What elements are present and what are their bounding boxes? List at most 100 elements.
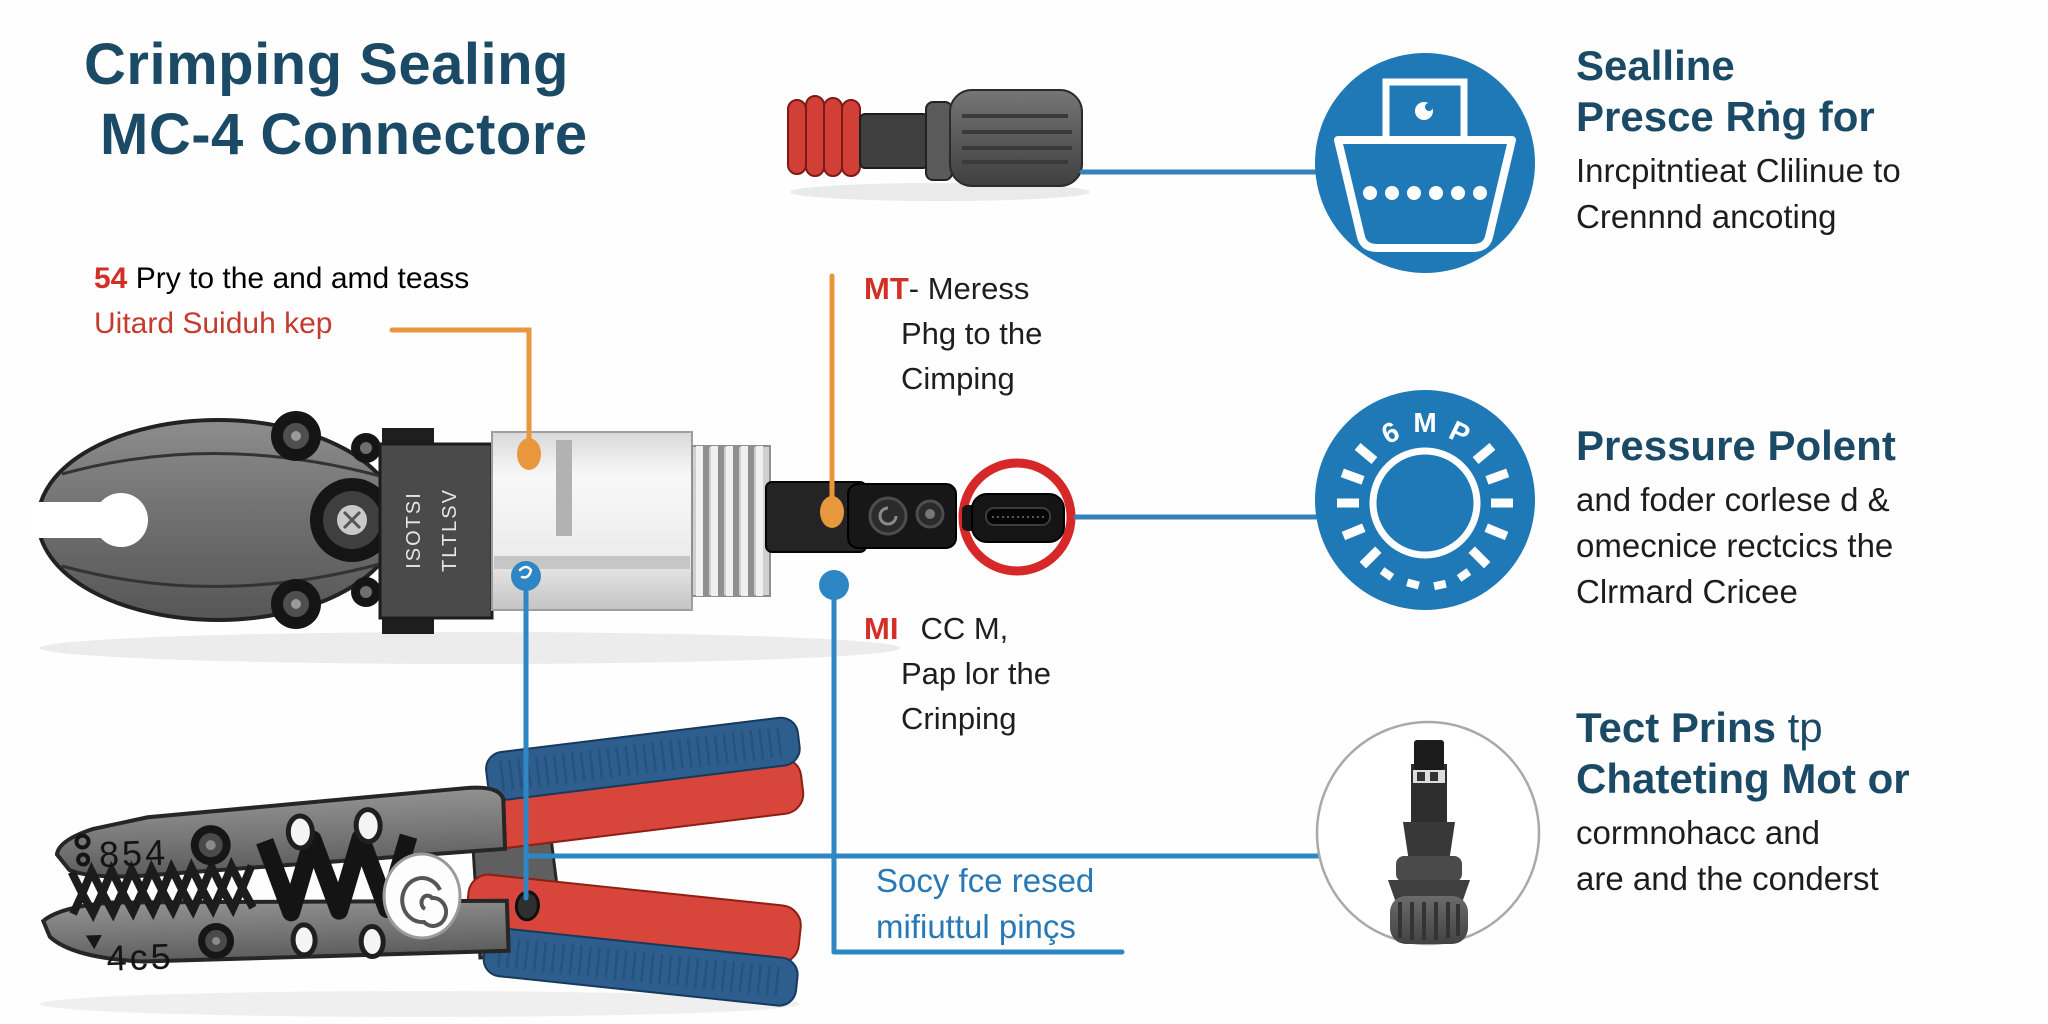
- note-mi-rest: CC M,: [920, 611, 1009, 646]
- jaw-top-marking: 854: [98, 832, 168, 875]
- note-mi-line2: Pap lor the: [901, 656, 1051, 691]
- ship-icon: [1315, 53, 1535, 273]
- callout-sealline-body1: Inrcpitntieat Clilinue to: [1576, 152, 1901, 189]
- lower-handle: [465, 873, 802, 1007]
- tool-label-block: [378, 442, 494, 620]
- plug-mid-section: [859, 113, 929, 169]
- title-line-2: MC-4 Connectore: [100, 102, 588, 167]
- note-mt: MT- Meress Phg to the Cimping: [864, 266, 1042, 401]
- connector-pin: [962, 493, 1065, 543]
- red-circle-highlight: [958, 458, 1076, 576]
- note-top-left: 54 Pry to the and amd teass Uitard Suidu…: [94, 260, 469, 343]
- callout-lines: [389, 169, 1322, 955]
- ship-cabin-dot-notch: [1425, 103, 1433, 111]
- handle-hole: [514, 890, 540, 922]
- top-crimp-tool: ISOTSI TLTLSV: [30, 411, 957, 664]
- gauge-bottom-marks: [1379, 567, 1472, 591]
- callout-sealline: Sealline Presce Rṅg for Inrcpitntieat Cl…: [1576, 40, 2036, 240]
- crimper-jaws: 854 4c5: [40, 785, 511, 979]
- note-mt-line1: MT- Meress: [864, 266, 1042, 311]
- plug-red-boot: [787, 95, 861, 177]
- note-mi-line3: Crinping: [901, 701, 1017, 736]
- upper-handle-hatch: [499, 726, 789, 792]
- note-blue-line2: mifiuttul pinçs: [876, 908, 1076, 945]
- note-mi-prefix: MI: [864, 611, 899, 646]
- ship-icon-circle: [1315, 53, 1535, 273]
- head-bolt-top: [271, 411, 321, 461]
- jaw-triangle-mark: [85, 934, 102, 950]
- pivot-swirl: [382, 852, 462, 940]
- block-label-line1: ISOTSI: [403, 491, 425, 569]
- note-mt-rest: - Meress: [908, 271, 1030, 306]
- jaw-bottom-hole-1: [290, 922, 318, 958]
- orange-callout-dot-2: [820, 496, 844, 528]
- jaw-top-hole-1: [285, 813, 315, 851]
- callout-tect-heading1-reg: tp: [1775, 704, 1823, 751]
- cylinder-stripe-horizontal: [494, 556, 690, 569]
- callout-pressure-body2: omecnice rectcics the: [1576, 527, 1894, 564]
- ship-hull-dots: [1363, 186, 1487, 200]
- note-top-left-line1: 54 Pry to the and amd teass: [94, 260, 469, 298]
- mc4-connector-plug: [787, 89, 1090, 201]
- head-seam-top: [61, 452, 381, 478]
- screwdriver: [1388, 740, 1470, 944]
- lower-teeth: [69, 879, 257, 923]
- thread-section: [691, 445, 771, 597]
- screwdriver-icon: [1315, 720, 1541, 946]
- callout-tect: Tect Prins tp Chateting Mot or cormnohac…: [1576, 702, 2036, 902]
- plug-shadow: [790, 183, 1090, 201]
- bottom-crimper-tool: 854 4c5: [40, 716, 805, 1017]
- head-bolt-bottom-small: [351, 577, 381, 607]
- blue-marker-on-cylinder: [511, 561, 541, 591]
- callout-tect-heading1: Tect Prins tp: [1576, 702, 2036, 753]
- note-mi: MI CC M, Pap lor the Crinping: [864, 606, 1051, 741]
- gauge-icon: 6 M P: [1315, 390, 1535, 610]
- callout-pressure-body3: Clrmard Cricee: [1576, 573, 1798, 610]
- note-top-left-line2: Uitard Suiduh kep: [94, 307, 333, 340]
- note-mt-line3: Cimping: [901, 361, 1015, 396]
- jaw-bottom-marking: 4c5: [106, 935, 174, 978]
- head-seam-bottom: [61, 562, 381, 588]
- note-blue-line1: Socy fce resed: [876, 862, 1095, 899]
- head-notch-hole: [94, 493, 148, 547]
- note-mi-line1: MI CC M,: [864, 606, 1051, 651]
- top-tool-shadow: [40, 632, 900, 664]
- blue-callout-dot: [819, 570, 849, 600]
- callout-tect-heading2: Chateting Mot or: [1576, 755, 1910, 802]
- head-bolt-top-small: [351, 433, 381, 463]
- orange-callout-line-1: [389, 327, 532, 441]
- head-bolt-bottom: [271, 579, 321, 629]
- note-top-left-text: Pry to the and amd teass: [127, 262, 470, 295]
- orange-callout-dot-1: [517, 438, 541, 470]
- title-line-1: Crimping Sealing: [84, 32, 569, 97]
- callout-tect-body1: cormnohacc and: [1576, 814, 1820, 851]
- upper-handle: [468, 716, 805, 851]
- gauge-center-ring: [1369, 447, 1481, 559]
- upper-handle-blue: [485, 716, 801, 801]
- callout-pressure-body1: and foder corlese d &: [1576, 481, 1890, 518]
- note-number: 54: [94, 262, 128, 295]
- plug-knurled-body: [949, 89, 1083, 187]
- gauge-ticks: [1337, 442, 1513, 569]
- bottom-tool-shadow: [40, 991, 800, 1017]
- cylinder-stripe-vertical: [556, 440, 572, 536]
- note-blue: Socy fce resed mifiuttul pinçs: [876, 858, 1094, 950]
- head-bolt-large: [310, 478, 394, 562]
- callout-sealline-heading1: Sealline: [1576, 42, 1735, 89]
- callout-sealline-body2: Crennnd ancoting: [1576, 198, 1837, 235]
- jaw-top-bolt: [190, 825, 231, 866]
- jaw-dot-mark-2: [76, 852, 91, 867]
- jaw-bottom-bolt: [198, 922, 235, 959]
- block-label-line2: TLTLSV: [439, 488, 461, 572]
- plug-collar-ring: [925, 101, 953, 181]
- callout-pressure: Pressure Polent and foder corlese d & om…: [1576, 420, 2036, 615]
- jaw-top-hole-2: [353, 807, 383, 845]
- jaw-dot-mark-1: [74, 833, 91, 850]
- page-title: Crimping Sealing MC-4 Connectore: [84, 30, 588, 170]
- jaw-bottom-hole-2: [358, 924, 386, 960]
- note-mt-line2: Phg to the: [901, 316, 1043, 351]
- callout-tect-body2: are and the conderst: [1576, 860, 1879, 897]
- callout-pressure-body: and foder corlese d & omecnice rectcics …: [1576, 477, 2036, 615]
